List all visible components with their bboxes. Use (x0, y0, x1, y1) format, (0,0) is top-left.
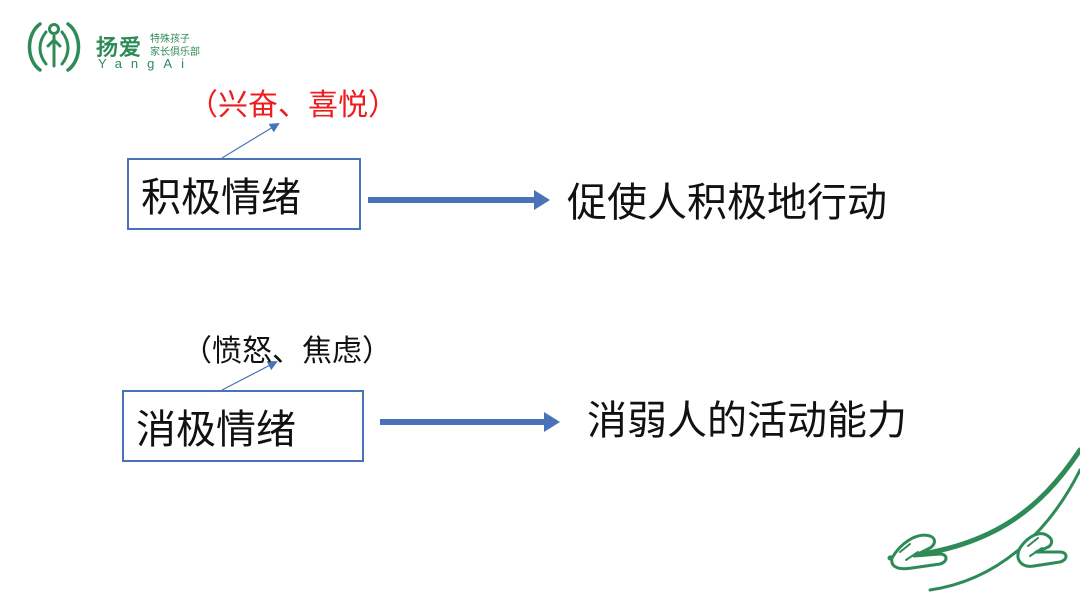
positive-result-arrow (368, 190, 550, 210)
logo-tagline-2: 家长俱乐部 (150, 47, 200, 58)
negative-note-pointer (221, 361, 278, 391)
logo-latin-name: YangAi (98, 56, 193, 71)
logo-brand-name: 扬爱 (96, 36, 143, 61)
negative-emotion-box: 消极情绪 (122, 390, 364, 462)
negative-result-arrow (380, 412, 560, 432)
logo-mark-icon (27, 22, 81, 72)
positive-emotion-examples: （兴奋、喜悦） (188, 88, 398, 123)
logo: 扬爱 特殊孩子 家长俱乐部 YangAi (22, 16, 232, 78)
embracing-hands-icon (887, 447, 1080, 592)
logo-tagline-1: 特殊孩子 (150, 34, 190, 45)
negative-emotion-examples: （愤怒、焦虑） (182, 334, 392, 369)
positive-emotion-box: 积极情绪 (127, 158, 361, 230)
positive-note-pointer (221, 122, 280, 159)
negative-emotion-label: 消极情绪 (136, 407, 296, 453)
positive-emotion-label: 积极情绪 (141, 175, 301, 221)
negative-emotion-result: 消弱人的活动能力 (587, 398, 907, 444)
positive-emotion-result: 促使人积极地行动 (567, 180, 887, 226)
